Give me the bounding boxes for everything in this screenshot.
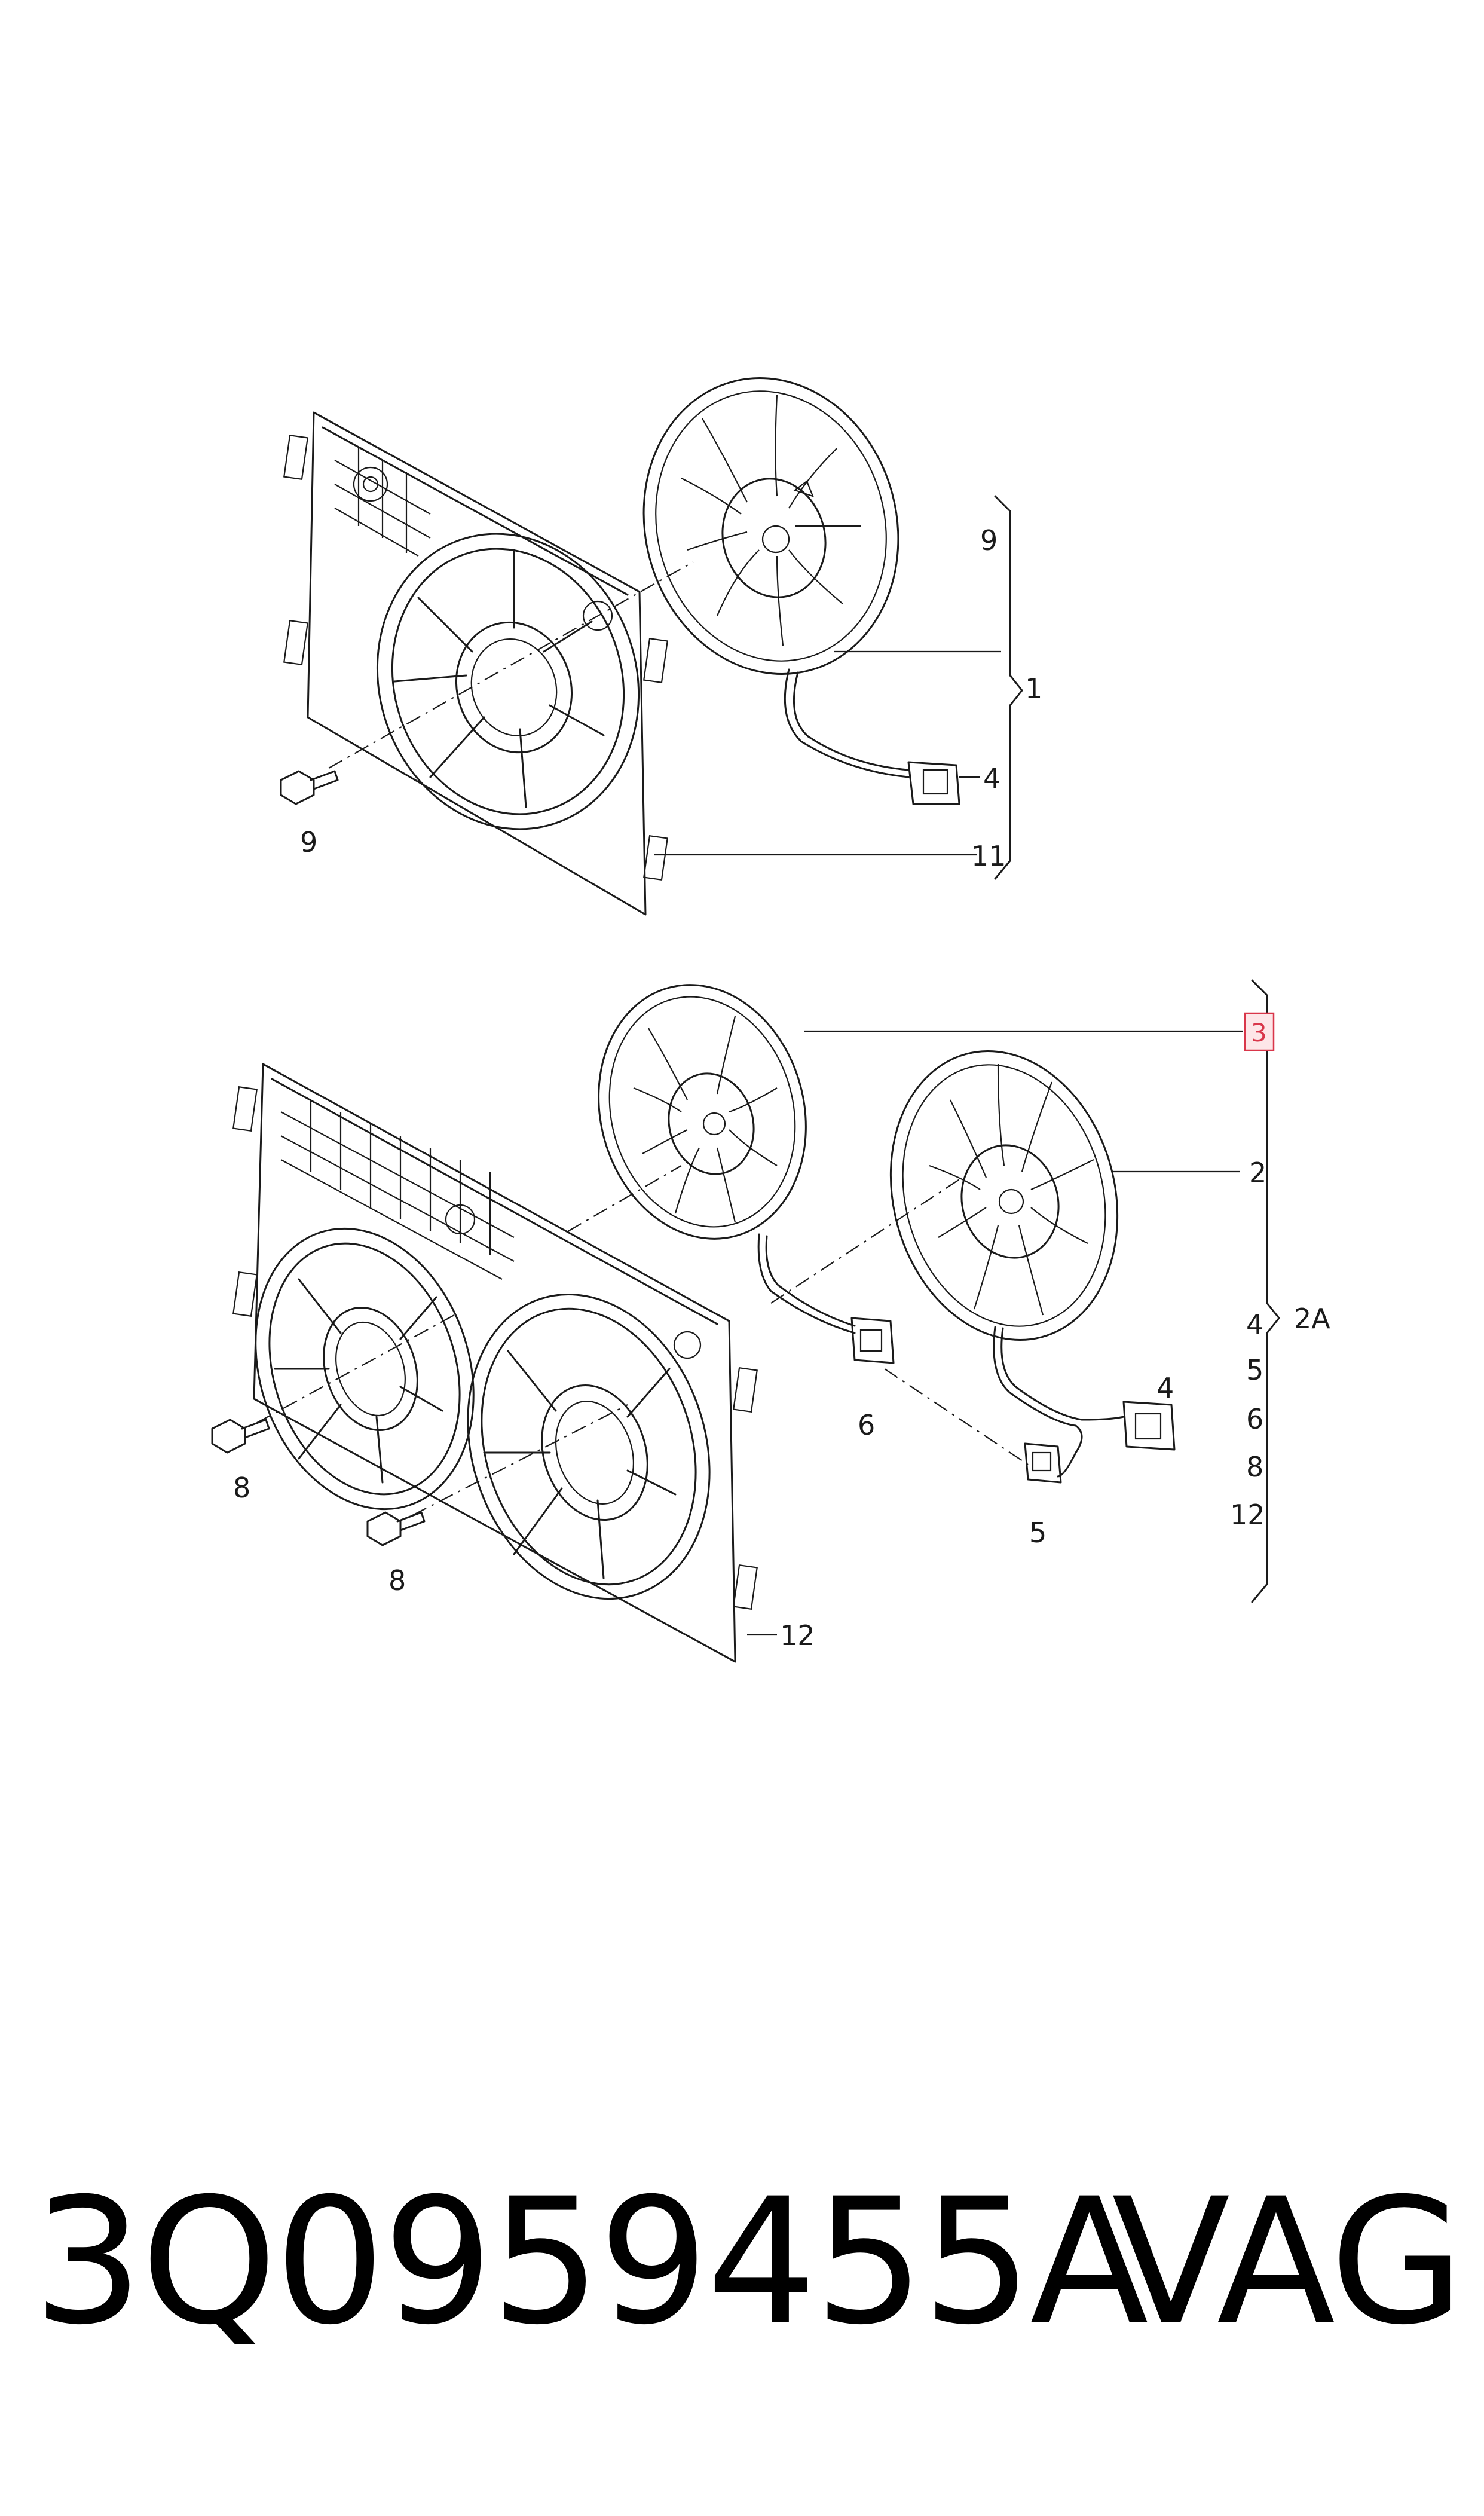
label-bottom-shroud-12: 12	[780, 1619, 815, 1652]
top-shroud-frame	[283, 411, 668, 916]
label-list-12: 12	[1230, 1499, 1265, 1531]
top-bolt	[280, 770, 339, 805]
label-bottom-connector-6: 6	[858, 1409, 875, 1441]
exploded-parts-diagram: 9 1 4 9 11	[211, 377, 1330, 1663]
label-bottom-bolt-8b: 8	[388, 1564, 406, 1597]
label-bottom-connector-4: 4	[1156, 1372, 1174, 1404]
top-assembly-axis	[328, 561, 694, 769]
top-group-bracket	[994, 495, 1023, 880]
bottom-dual-fan-assembly	[211, 979, 1280, 1663]
bottom-bolt-8a	[211, 1419, 270, 1454]
bottom-fan-wheel-2	[889, 1050, 1119, 1341]
label-top-connector-4: 4	[983, 762, 1000, 794]
label-top-bracket-9: 9	[980, 524, 998, 557]
label-top-bolt-9: 9	[300, 826, 317, 858]
part-number-text: 3Q0959455A	[33, 2162, 1149, 2363]
label-top-bracket-1: 1	[1025, 672, 1042, 705]
label-list-5: 5	[1246, 1354, 1263, 1386]
top-fan-wheel	[642, 377, 899, 675]
label-list-4: 4	[1246, 1309, 1263, 1341]
label-bottom-bolt-8a: 8	[233, 1472, 250, 1504]
top-fan-cable	[784, 668, 960, 805]
top-single-fan-assembly	[280, 377, 1023, 916]
label-list-6: 6	[1246, 1403, 1263, 1435]
label-callout-3: 3	[1251, 1018, 1267, 1047]
bottom-group-bracket	[1251, 979, 1280, 1603]
bottom-fan-cables	[757, 1233, 1176, 1484]
callout-3-highlight: 3	[1244, 1012, 1275, 1051]
bottom-shroud-frame	[232, 1063, 758, 1663]
brand-text: VAG	[1112, 2162, 1464, 2363]
label-bottom-connector-5: 5	[1029, 1517, 1047, 1549]
bottom-bolt-8b	[366, 1511, 426, 1546]
label-list-8: 8	[1246, 1451, 1263, 1483]
label-group-2a: 2A	[1294, 1303, 1330, 1335]
label-top-shroud-11: 11	[971, 840, 1006, 872]
label-bottom-fan-2: 2	[1249, 1157, 1266, 1189]
bottom-fan-wheel-3	[598, 984, 807, 1240]
